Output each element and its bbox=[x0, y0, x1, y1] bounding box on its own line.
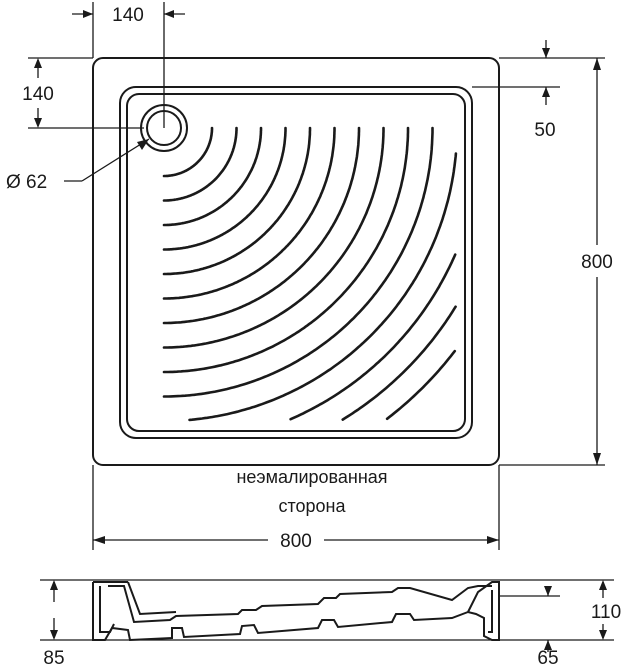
groove-arc bbox=[162, 126, 312, 276]
groove-arc bbox=[162, 126, 434, 398]
side-section bbox=[92, 581, 500, 642]
drain-diameter-label: Ø 62 bbox=[6, 172, 47, 193]
groove-arc bbox=[188, 152, 458, 422]
basin-outer-line bbox=[119, 86, 473, 439]
groove-arc bbox=[162, 126, 410, 374]
section-outer-contour bbox=[92, 581, 500, 642]
groove-arc bbox=[162, 126, 336, 300]
basin-inner-line bbox=[126, 93, 466, 432]
groove-arc bbox=[162, 126, 238, 202]
drain-offset-x-label: 140 bbox=[112, 5, 144, 26]
top-view bbox=[92, 57, 500, 466]
groove-arc bbox=[162, 126, 287, 251]
groove-arc bbox=[162, 126, 263, 227]
tray-outer-edge bbox=[92, 57, 500, 466]
anti-slip-grooves bbox=[162, 126, 458, 422]
drain-offset-y-label: 140 bbox=[22, 84, 54, 105]
dimension-lines: 140 140 Ø 62 50 800 bbox=[6, 2, 613, 552]
rim-height-label: 50 bbox=[534, 120, 555, 141]
groove-arc bbox=[385, 349, 457, 421]
groove-arc bbox=[289, 253, 457, 421]
groove-arc bbox=[162, 126, 214, 178]
width-label: 800 bbox=[280, 531, 312, 552]
height-label: 110 bbox=[591, 602, 621, 623]
section-basin-line bbox=[108, 585, 492, 624]
groove-arc bbox=[162, 126, 361, 325]
side-dimension-lines: 85 65 110 bbox=[40, 579, 621, 669]
unenameled-side-note-line1: неэмалированная bbox=[236, 467, 387, 487]
unenameled-side-note-line2: сторона bbox=[278, 496, 346, 516]
left-foot-label: 85 bbox=[43, 648, 64, 669]
groove-arc bbox=[341, 305, 457, 421]
depth-label: 800 bbox=[581, 252, 613, 273]
groove-arc bbox=[162, 126, 385, 349]
right-foot-label: 65 bbox=[537, 648, 558, 669]
